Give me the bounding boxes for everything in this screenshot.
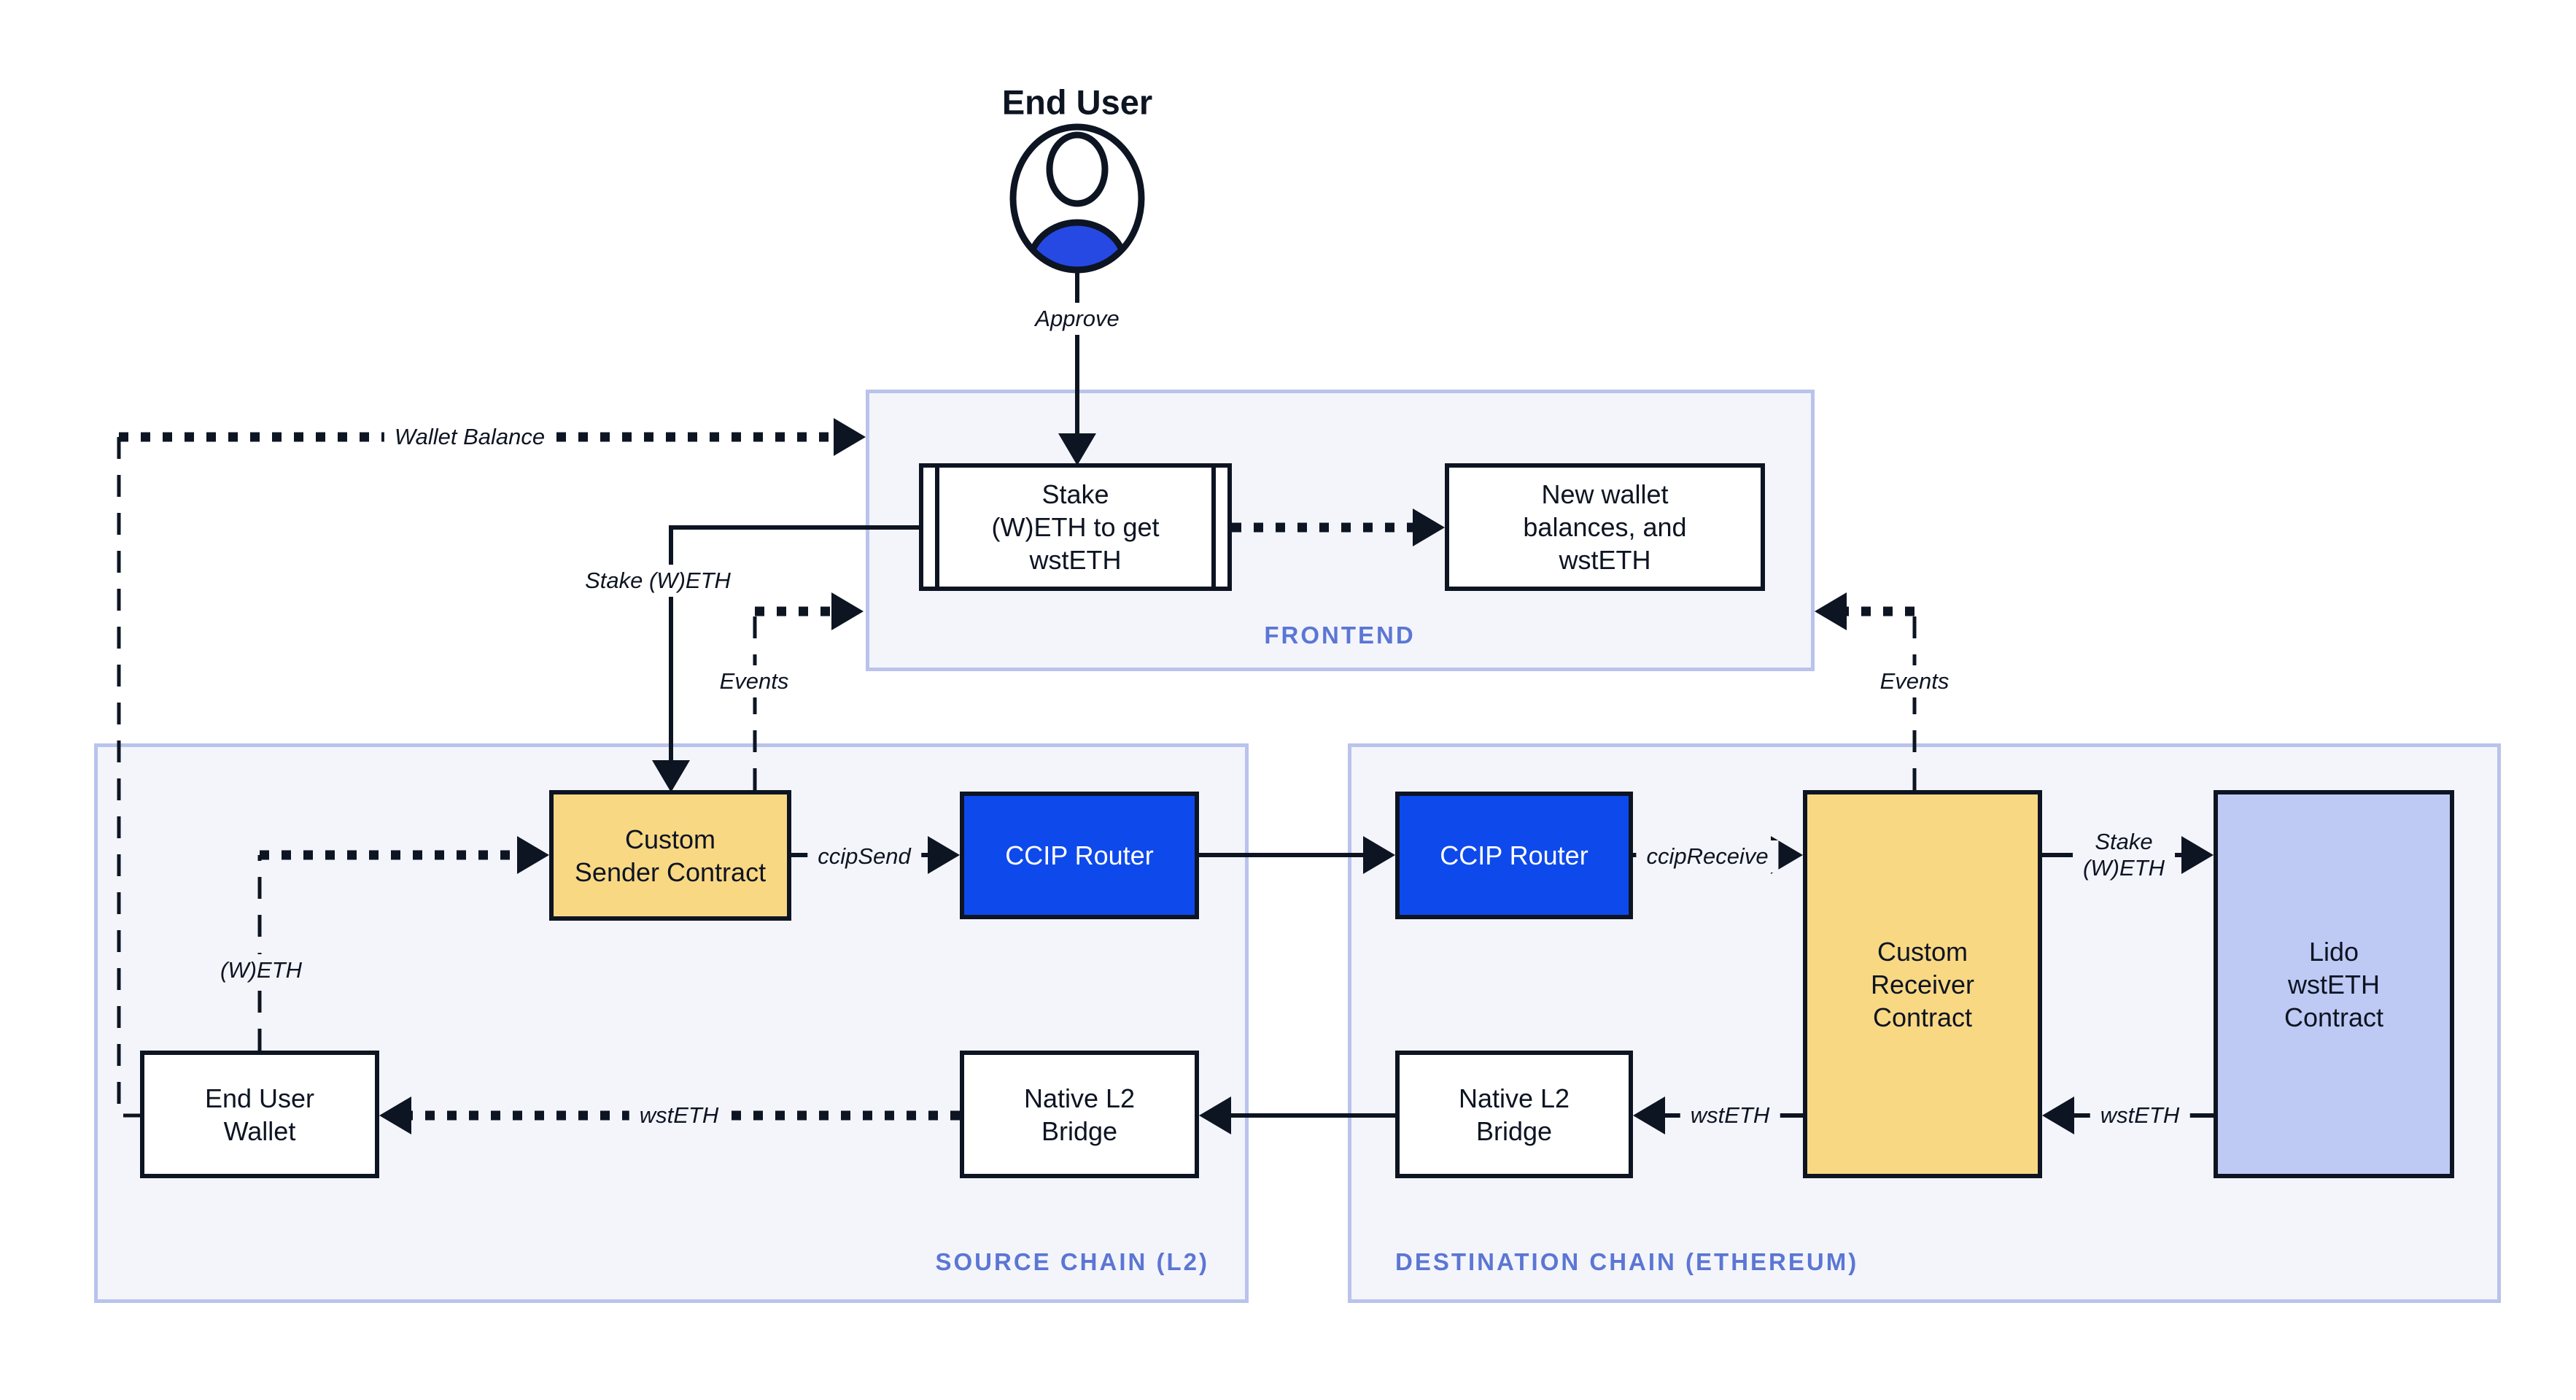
ccip-router-source-box: CCIP Router (960, 792, 1199, 919)
native-l2-bridge-source-label: Native L2 Bridge (1023, 1083, 1136, 1146)
ccip-router-source-label: CCIP Router (1005, 840, 1154, 870)
new-wallet-box-label: New wallet balances, and wstETH (1523, 479, 1687, 575)
subroutine-bar-left (935, 468, 939, 587)
end-user-icon (1009, 123, 1145, 274)
custom-receiver-contract-label: Custom Receiver Contract (1870, 936, 1975, 1032)
events-left-arrowhead (831, 592, 864, 630)
stake-weth-dest-label: Stake (W)ETH (2073, 826, 2175, 884)
custom-receiver-contract-box: Custom Receiver Contract (1803, 790, 2042, 1178)
events-right-label: Events (1869, 665, 1960, 697)
custom-sender-contract-box: Custom Sender Contract (549, 790, 791, 921)
events-left-label: Events (709, 665, 799, 697)
stake-box-label: Stake (W)ETH to get wstETH (991, 479, 1160, 575)
events-right-arrowhead (1815, 592, 1847, 630)
ccip-router-dest-label: CCIP Router (1440, 840, 1588, 870)
new-wallet-box: New wallet balances, and wstETH (1445, 463, 1765, 591)
end-user-title: End User (1001, 82, 1153, 122)
wsteth-from-lido-label: wstETH (2090, 1099, 2190, 1132)
end-user-wallet-label: End User Wallet (204, 1083, 315, 1146)
wsteth-to-bridge-label: wstETH (1680, 1099, 1780, 1132)
subroutine-bar-right (1211, 468, 1216, 587)
stake-box: Stake (W)ETH to get wstETH (919, 463, 1232, 591)
end-user-wallet-box: End User Wallet (140, 1051, 379, 1178)
weth-label: (W)ETH (210, 954, 312, 986)
destination-chain-caption: DESTINATION CHAIN (ETHEREUM) (1395, 1248, 1859, 1275)
wsteth-to-wallet-label: wstETH (629, 1099, 729, 1132)
ccip-router-dest-box: CCIP Router (1395, 792, 1633, 919)
lido-wsteth-contract-label: Lido wstETH Contract (2284, 936, 2384, 1032)
lido-wsteth-contract-box: Lido wstETH Contract (2214, 790, 2454, 1178)
native-l2-bridge-source-box: Native L2 Bridge (960, 1051, 1199, 1178)
wallet-balance-label: Wallet Balance (384, 421, 556, 453)
native-l2-bridge-dest-label: Native L2 Bridge (1458, 1083, 1570, 1146)
ccip-receive-label: ccipReceive (1636, 840, 1779, 873)
wallet-balance-arrowhead (834, 418, 866, 456)
stake-weth-label: Stake (W)ETH (575, 565, 741, 597)
frontend-caption: FRONTEND (1264, 622, 1416, 649)
custom-sender-contract-label: Custom Sender Contract (574, 824, 767, 887)
ccip-send-label: ccipSend (807, 840, 921, 873)
source-chain-caption: SOURCE CHAIN (L2) (935, 1248, 1209, 1275)
approve-label: Approve (1025, 303, 1130, 335)
native-l2-bridge-dest-box: Native L2 Bridge (1395, 1051, 1633, 1178)
